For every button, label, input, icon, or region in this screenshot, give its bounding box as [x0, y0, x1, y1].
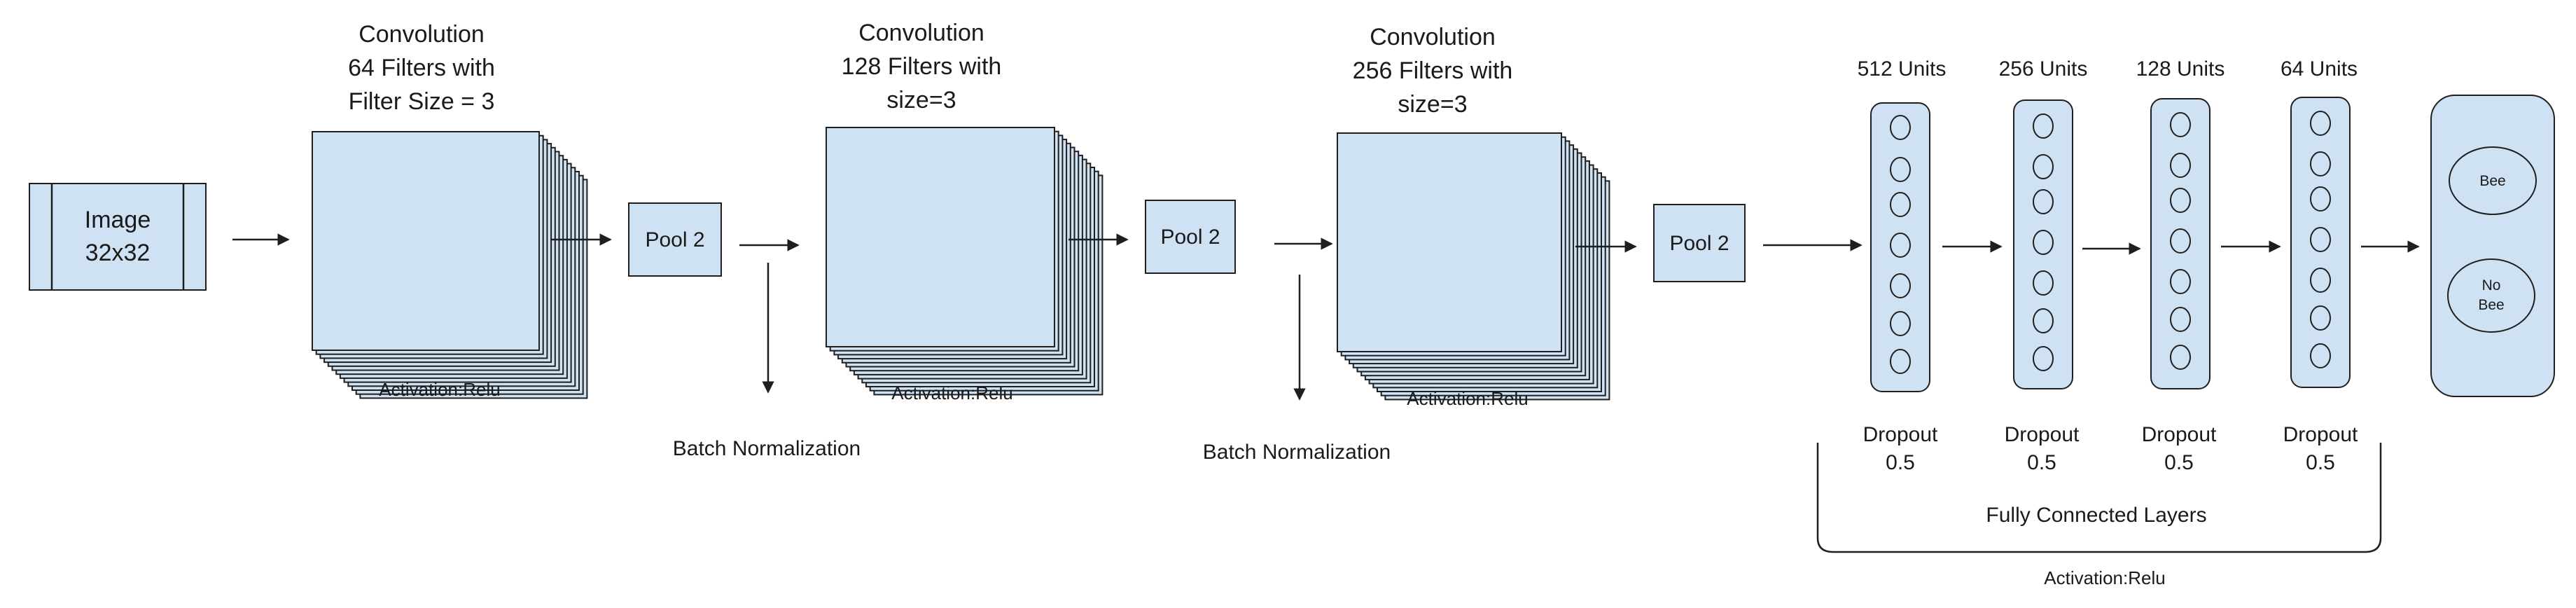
dense2-neuron [2033, 346, 2054, 371]
dense2-neuron [2033, 308, 2054, 333]
conv-block-3: Convolution 256 Filters with size=3 Acti… [1337, 24, 1610, 409]
dense3-neuron [2170, 345, 2191, 370]
dense3-neuron [2170, 269, 2191, 294]
batch-norm-1-label: Batch Normalization [673, 437, 861, 460]
pool-block-1: Pool 2 [628, 202, 722, 277]
dense4-rate: 0.5 [2306, 451, 2335, 474]
dense2-units: 256 Units [1999, 57, 2088, 81]
dense2-neuron [2033, 189, 2054, 214]
dense1-units: 512 Units [1858, 57, 1947, 81]
dense4-neuron [2310, 268, 2331, 293]
conv1-filters: 64 Filters with [348, 55, 495, 81]
pool2-label: Pool 2 [1160, 226, 1220, 249]
conv2-filter-size: size=3 [886, 87, 956, 113]
fc-bracket [1816, 443, 2382, 553]
dense1-neuron [1890, 192, 1911, 217]
filter-map [312, 131, 540, 351]
output-no-bee-node [2447, 258, 2535, 333]
dense-neurons [1890, 111, 2331, 374]
conv1-filter-stack [312, 131, 588, 399]
conv3-filter-stack [1337, 132, 1610, 401]
dense2-neuron [2033, 230, 2054, 255]
dense3-units: 128 Units [2136, 57, 2225, 81]
conv1-filter-size: Filter Size = 3 [349, 88, 495, 115]
dense3-neuron [2170, 112, 2191, 137]
input-image-block: Image 32x32 [29, 183, 207, 291]
dense1-neuron [1890, 233, 1911, 258]
output-bee-label: Bee [2479, 173, 2505, 189]
conv2-title: Convolution [858, 20, 984, 46]
output-no-bee-label-line1: No [2482, 277, 2501, 293]
conv1-activation: Activation:Relu [379, 379, 500, 400]
dense1-neuron [1890, 311, 1911, 336]
output-no-bee-label-line2: Bee [2478, 297, 2504, 313]
conv3-filter-size: size=3 [1398, 91, 1467, 118]
dense3-rate: 0.5 [2164, 451, 2194, 474]
conv-block-2: Convolution 128 Filters with size=3 Acti… [826, 20, 1103, 403]
pool2-box [1145, 200, 1236, 274]
output-bee-node [2449, 146, 2537, 215]
conv2-filter-stack [826, 127, 1103, 396]
pool3-box [1653, 204, 1746, 282]
dense3-dropout: Dropout [2142, 423, 2217, 446]
pool3-label: Pool 2 [1669, 232, 1729, 255]
output-box [2430, 95, 2555, 397]
dense3-neuron [2170, 228, 2191, 254]
conv-block-1: Convolution 64 Filters with Filter Size … [312, 21, 588, 400]
conv2-activation: Activation:Relu [891, 382, 1012, 403]
input-image-size: 32x32 [85, 240, 151, 266]
filter-map [826, 127, 1055, 347]
dense3-neuron [2170, 153, 2191, 178]
dense4-neuron [2310, 343, 2331, 368]
dense4-units: 64 Units [2281, 57, 2358, 81]
dense1-neuron [1890, 115, 1911, 140]
conv1-title: Convolution [358, 21, 485, 48]
dense4-neuron [2310, 186, 2331, 212]
dense1-neuron [1890, 157, 1911, 182]
fc-activation: Activation:Relu [2044, 567, 2165, 588]
dense2-dropout: Dropout [2005, 423, 2080, 446]
dense3-neuron [2170, 188, 2191, 213]
input-image-box [29, 183, 207, 291]
pool1-label: Pool 2 [645, 228, 704, 251]
dense3-neuron [2170, 307, 2191, 332]
dense4-neuron [2310, 111, 2331, 136]
fc-label: Fully Connected Layers [1986, 504, 2206, 527]
input-image-label: Image [85, 207, 151, 233]
dense1-rate: 0.5 [1886, 451, 1915, 474]
dense2-neuron [2033, 154, 2054, 179]
dense4-dropout: Dropout [2283, 423, 2358, 446]
conv2-filters: 128 Filters with [842, 53, 1002, 80]
dense1-neuron [1890, 273, 1911, 298]
dense4-neuron [2310, 305, 2331, 331]
dense4-neuron [2310, 151, 2331, 177]
pool1-box [628, 202, 722, 277]
dense2-neuron [2033, 113, 2054, 139]
pool-block-2: Pool 2 [1145, 200, 1236, 274]
pool-block-3: Pool 2 [1653, 204, 1746, 282]
dense1-neuron [1890, 349, 1911, 374]
conv3-activation: Activation:Relu [1407, 388, 1528, 409]
dense1-dropout: Dropout [1863, 423, 1938, 446]
conv3-filters: 256 Filters with [1353, 57, 1513, 84]
output-block: Bee No Bee [2430, 95, 2555, 397]
conv3-title: Convolution [1370, 24, 1496, 50]
filter-map [1337, 132, 1562, 352]
fully-connected-layers: 512 Units 256 Units 128 Units 64 Units D… [1816, 57, 2420, 588]
batch-norm-2-label: Batch Normalization [1203, 441, 1391, 464]
dense2-rate: 0.5 [2027, 451, 2056, 474]
dense2-neuron [2033, 270, 2054, 296]
dense4-neuron [2310, 227, 2331, 252]
